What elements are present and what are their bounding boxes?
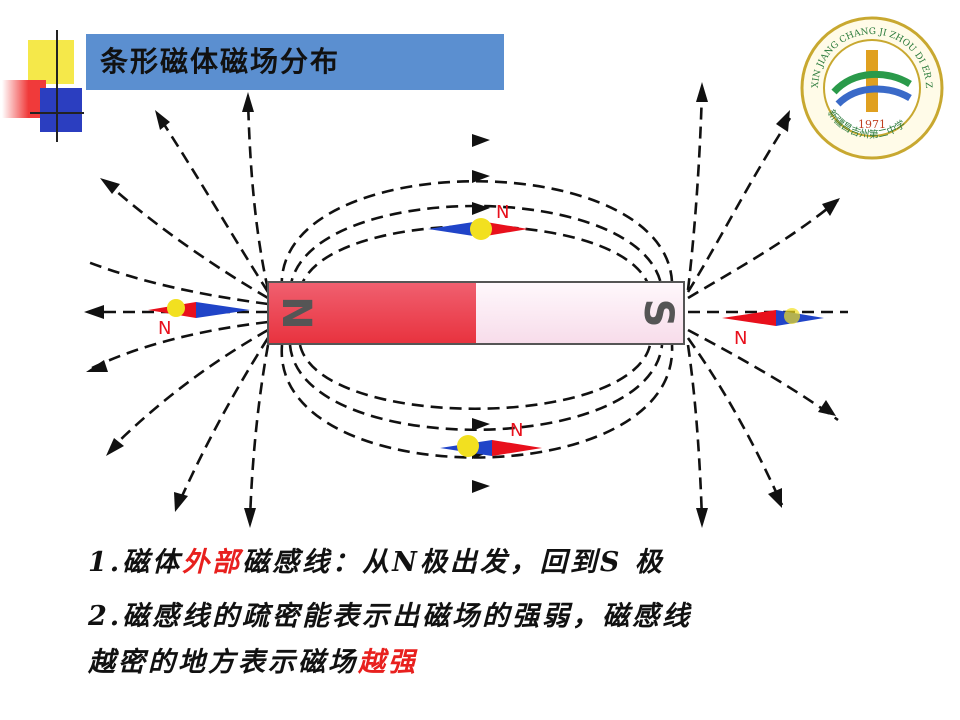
compass-right-label: N (734, 328, 747, 349)
field-line (686, 117, 792, 293)
compass-left-label: N (158, 318, 171, 339)
note-line-1-post: 磁感线：从N极出发，回到S 极 (242, 547, 665, 578)
arrowhead (106, 438, 124, 456)
field-line (87, 260, 269, 306)
magnet-north-label: N (273, 296, 319, 329)
compass-bottom: N (440, 420, 542, 457)
magnet-south-label: S (635, 299, 681, 328)
bar-magnet: N S (267, 281, 685, 345)
compass-bottom-label: N (510, 420, 523, 441)
school-logo: XIN JIANG CHANG JI ZHOU DI ER ZHONG XUE … (798, 14, 944, 160)
field-line (298, 344, 652, 410)
arrowhead (244, 508, 256, 528)
field-line (687, 199, 839, 300)
note-line-2: 2.磁感线的疏密能表示出磁场的强弱，磁感线 (88, 601, 693, 632)
arrowhead (155, 110, 170, 130)
field-line (686, 344, 704, 521)
needle-north-half (480, 221, 528, 237)
field-line (107, 183, 269, 300)
note-line-3-highlight: 越强 (358, 647, 418, 678)
needle-north-half (492, 440, 542, 456)
compass-left: N (148, 299, 250, 339)
field-line (158, 117, 270, 293)
logo-emblem-key (866, 50, 878, 112)
field-line (111, 328, 269, 449)
arrowhead (696, 508, 708, 528)
deco-horizontal-line (30, 112, 84, 114)
arrowhead (472, 134, 490, 147)
compass-right: N (722, 308, 824, 349)
deco-yellow-square (28, 40, 74, 84)
deco-vertical-line (56, 30, 58, 142)
field-line (246, 99, 270, 291)
field-line (686, 89, 704, 291)
arrowhead (242, 92, 254, 112)
note-line-3: 越密的地方表示磁场越强 (88, 640, 418, 679)
magnet-north-half (268, 282, 476, 344)
logo-emblem-wave (831, 70, 912, 95)
field-line (686, 337, 784, 506)
note-line-1: 1.磁体外部磁感线：从N极出发，回到S 极 (88, 540, 665, 579)
arrowhead (472, 202, 490, 215)
arrowhead (472, 480, 490, 493)
arrowhead (84, 305, 104, 319)
needle-south-half (776, 310, 824, 326)
compass-top-label: N (496, 202, 509, 223)
slide-title: 条形磁体磁场分布 (100, 45, 341, 78)
field-line (248, 344, 270, 521)
field-line (687, 328, 839, 422)
needle-hub (167, 299, 185, 317)
arrowhead (86, 360, 108, 372)
magnet-south-half (476, 282, 684, 344)
arrowhead (822, 198, 840, 216)
field-line (91, 320, 269, 370)
arrowhead (696, 82, 708, 102)
arrowhead (100, 178, 120, 194)
logo-emblem-wave (835, 85, 912, 107)
logo-year: 1971 (858, 118, 886, 131)
note-line-3-pre: 越密的地方表示磁场 (88, 647, 358, 678)
arrowhead (818, 400, 836, 416)
needle-south-half (196, 302, 250, 318)
note-line-1-pre: 1.磁体 (88, 547, 183, 578)
needle-south-half (428, 221, 480, 237)
field-line (176, 337, 270, 506)
needle-hub (784, 308, 800, 324)
arrowhead (776, 110, 790, 132)
field-arrows (84, 82, 840, 528)
deco-blue-square (40, 88, 82, 132)
note-line-1-highlight: 外部 (182, 547, 243, 578)
needle-north-half (722, 310, 776, 326)
arrowhead (768, 488, 782, 508)
arrowhead (472, 170, 490, 183)
magnet-outline (267, 281, 685, 345)
title-bar (86, 34, 504, 90)
compass-top: N (428, 202, 528, 240)
deco-red-square (2, 80, 46, 118)
field-line (280, 180, 674, 291)
arrowhead (472, 418, 490, 431)
needle-hub (470, 218, 492, 240)
arrowhead (174, 492, 188, 512)
field-lines (87, 89, 848, 521)
needle-hub (457, 435, 479, 457)
